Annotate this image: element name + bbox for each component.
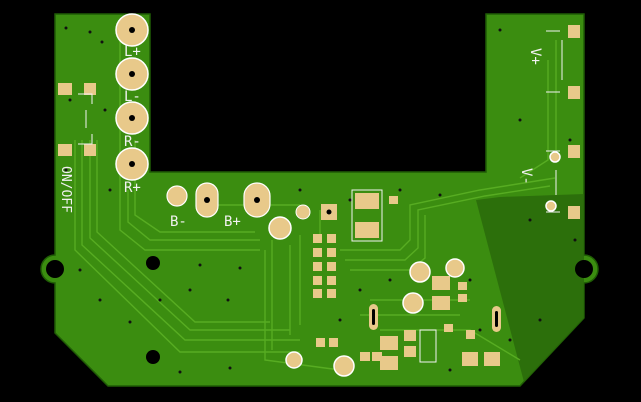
label-r-plus: R+	[124, 180, 141, 196]
label-r-minus: R-	[124, 134, 141, 150]
smd-pads	[58, 25, 580, 370]
silkscreen-outlines	[78, 30, 563, 363]
th-pads	[285, 151, 561, 377]
label-l-plus: L+	[124, 44, 141, 60]
label-b-plus: B+	[224, 214, 241, 230]
mounting-holes	[46, 256, 593, 364]
traces	[74, 40, 557, 371]
silkscreen-labels: L+ L- R- R+ B- B+ V+ V- ON/OFF	[58, 44, 543, 230]
speaker-pads	[115, 13, 149, 181]
label-v-plus: V+	[527, 48, 543, 65]
label-on-off: ON/OFF	[58, 166, 73, 213]
battery-pads	[166, 182, 337, 240]
copper-pour	[476, 194, 584, 382]
label-v-minus: V-	[518, 168, 534, 185]
label-b-minus: B-	[170, 214, 187, 230]
label-l-minus: L-	[124, 89, 141, 105]
